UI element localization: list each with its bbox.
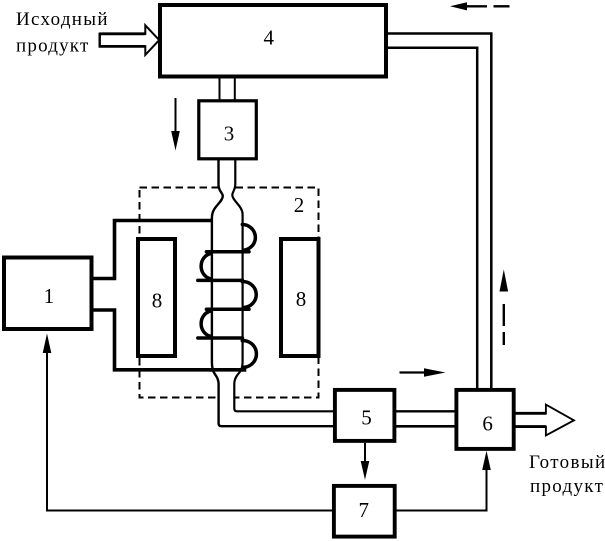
svg-text:8: 8 [152, 289, 163, 313]
svg-text:3: 3 [224, 122, 235, 146]
svg-text:7: 7 [359, 498, 370, 522]
svg-text:8: 8 [296, 287, 307, 311]
svg-text:6: 6 [482, 412, 493, 436]
svg-text:1: 1 [44, 284, 55, 308]
svg-text:4: 4 [263, 26, 274, 50]
svg-text:Исходный: Исходный [16, 9, 109, 30]
svg-text:продукт: продукт [530, 476, 604, 497]
svg-text:продукт: продукт [16, 35, 89, 56]
svg-text:Готовый: Готовый [529, 452, 605, 473]
svg-text:2: 2 [294, 193, 305, 217]
svg-text:5: 5 [361, 406, 372, 430]
